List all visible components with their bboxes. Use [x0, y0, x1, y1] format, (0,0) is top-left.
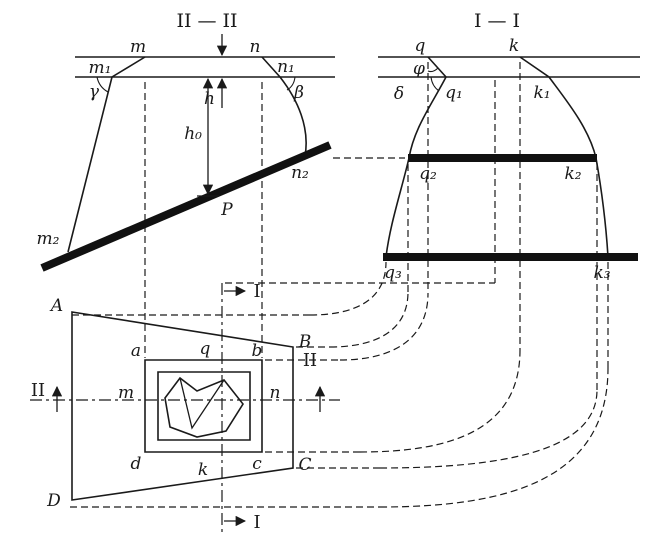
label-cut-I-bottom: I	[253, 512, 260, 533]
label-q1: q₁	[445, 83, 463, 103]
section-II-II	[40, 34, 335, 272]
label-phi: φ	[413, 59, 425, 79]
plan-view	[71, 311, 294, 501]
label-plan-D: D	[46, 491, 61, 511]
slope-line-m	[67, 56, 146, 253]
label-plan-b: b	[252, 341, 263, 361]
label-plan-B: B	[298, 332, 312, 352]
orebody-facet-lines	[179, 377, 225, 430]
projection-lines	[70, 62, 609, 508]
label-plan-C: C	[298, 455, 311, 475]
projection-arc-q2	[329, 291, 409, 348]
angle-arc-delta	[430, 76, 440, 92]
label-cut-I-top: I	[253, 281, 260, 302]
label-plan-A: A	[49, 296, 63, 316]
label-k2: k₂	[564, 164, 581, 184]
text-labels: II — II I — I m n m₁ n₁ γ β h h₀ m₂ n₂ P…	[31, 10, 611, 533]
label-delta: δ	[394, 84, 404, 104]
label-k3: k₃	[593, 263, 610, 283]
label-cut-II-right: II	[303, 350, 317, 371]
label-n2: n₂	[291, 163, 309, 183]
section-title-I-I: I — I	[474, 10, 520, 32]
label-m: m	[130, 37, 146, 57]
label-k1: k₁	[533, 83, 550, 103]
slope-curve-n	[261, 56, 307, 157]
projection-arc-k	[359, 349, 521, 453]
label-plan-q: q	[200, 339, 211, 359]
angle-arc-phi	[427, 67, 439, 73]
inclined-seam-bar	[40, 141, 332, 272]
projection-arc-q3	[309, 261, 387, 316]
label-P: P	[220, 200, 233, 220]
pillar-rect-outer	[144, 359, 263, 453]
label-plan-a: a	[131, 341, 141, 361]
section-title-II-II: II — II	[176, 10, 237, 32]
projection-arc-k3	[379, 367, 609, 508]
label-cut-II-left: II	[31, 380, 45, 401]
label-h: h	[204, 89, 215, 109]
label-m1: m₁	[89, 58, 112, 78]
influence-boundary-quad	[71, 311, 294, 501]
angle-arc-gamma	[96, 76, 109, 93]
label-h0: h₀	[184, 124, 202, 144]
section-I-I	[378, 56, 640, 261]
label-n: n	[250, 37, 261, 57]
label-beta: β	[293, 83, 304, 103]
label-plan-d: d	[131, 454, 142, 474]
label-q: q	[415, 36, 426, 56]
pillar-rect-inner	[157, 371, 251, 441]
label-q3: q₃	[384, 263, 402, 283]
orebody-outline	[164, 376, 244, 438]
label-m2: m₂	[37, 229, 60, 249]
label-plan-k: k	[198, 460, 208, 480]
label-plan-m: m	[118, 383, 134, 403]
label-plan-c: c	[252, 454, 262, 474]
projection-arc-q	[339, 292, 429, 361]
label-k: k	[509, 36, 519, 56]
angle-arc-beta	[286, 76, 296, 91]
label-q2: q₂	[419, 164, 437, 184]
label-plan-n: n	[270, 383, 281, 403]
label-n1: n₁	[277, 57, 295, 77]
label-gamma: γ	[89, 82, 100, 102]
projection-arc-k2	[379, 389, 598, 469]
